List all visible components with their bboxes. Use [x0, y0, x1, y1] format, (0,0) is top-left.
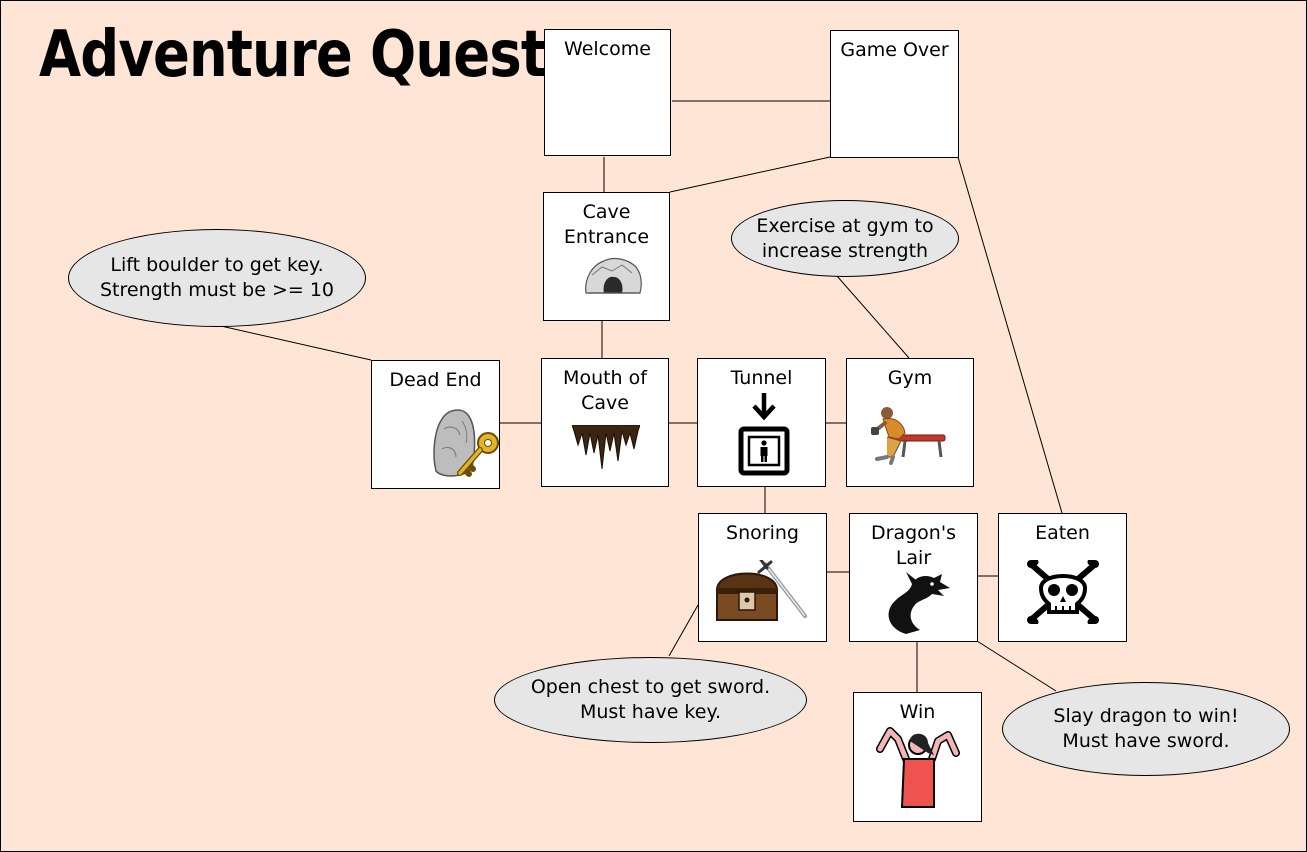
room-gym: Gym	[846, 358, 974, 487]
room-label: Dead End	[389, 369, 482, 391]
link-caveentrance-gameover	[669, 156, 831, 193]
note-dragon: Slay dragon to win! Must have sword.	[1002, 682, 1290, 776]
room-label: Win	[899, 701, 936, 723]
room-label: Welcome	[564, 38, 651, 60]
stalactites-icon	[572, 425, 640, 470]
note-boulder: Lift boulder to get key. Strength must b…	[68, 229, 366, 327]
boulder-key-icon	[433, 409, 499, 477]
room-eaten: Eaten	[998, 513, 1127, 642]
room-cave-entrance: Cave Entrance	[543, 192, 670, 321]
room-tunnel: Tunnel	[697, 358, 826, 487]
celebrating-person-icon	[876, 727, 960, 808]
elevator-down-icon	[738, 393, 790, 476]
note-gym: Exercise at gym to increase strength	[731, 200, 959, 277]
room-snoring: Snoring	[698, 513, 827, 642]
link-note-boulder	[220, 325, 372, 361]
room-dead-end: Dead End	[371, 360, 500, 489]
note-chest: Open chest to get sword. Must have key.	[494, 657, 807, 743]
link-note-dragon	[976, 640, 1057, 692]
room-dragons-lair: Dragon's Lair	[849, 513, 978, 642]
room-label: Dragon's Lair	[871, 522, 956, 569]
treasure-chest-sword-icon	[715, 560, 807, 621]
cave-icon	[585, 257, 642, 294]
room-label: Gym	[887, 367, 933, 389]
dragon-icon	[888, 572, 950, 634]
room-label: Tunnel	[730, 367, 793, 389]
room-win: Win	[853, 692, 982, 822]
room-game-over: Game Over	[830, 30, 959, 158]
page-title: Adventure Quest	[39, 18, 547, 92]
weightlifter-icon	[871, 407, 946, 465]
room-label: Snoring	[726, 522, 799, 544]
room-welcome: Welcome	[544, 29, 671, 156]
skull-crossbones-icon	[1027, 560, 1099, 624]
room-label: Cave Entrance	[563, 201, 650, 248]
room-label: Game Over	[840, 39, 949, 61]
link-gameover-eaten	[957, 156, 1063, 514]
room-label: Eaten	[1035, 522, 1090, 544]
room-mouth-of-cave: Mouth of Cave	[541, 358, 669, 487]
room-label: Mouth of Cave	[563, 367, 647, 414]
link-note-chest	[668, 604, 699, 657]
link-note-gym	[836, 275, 910, 359]
